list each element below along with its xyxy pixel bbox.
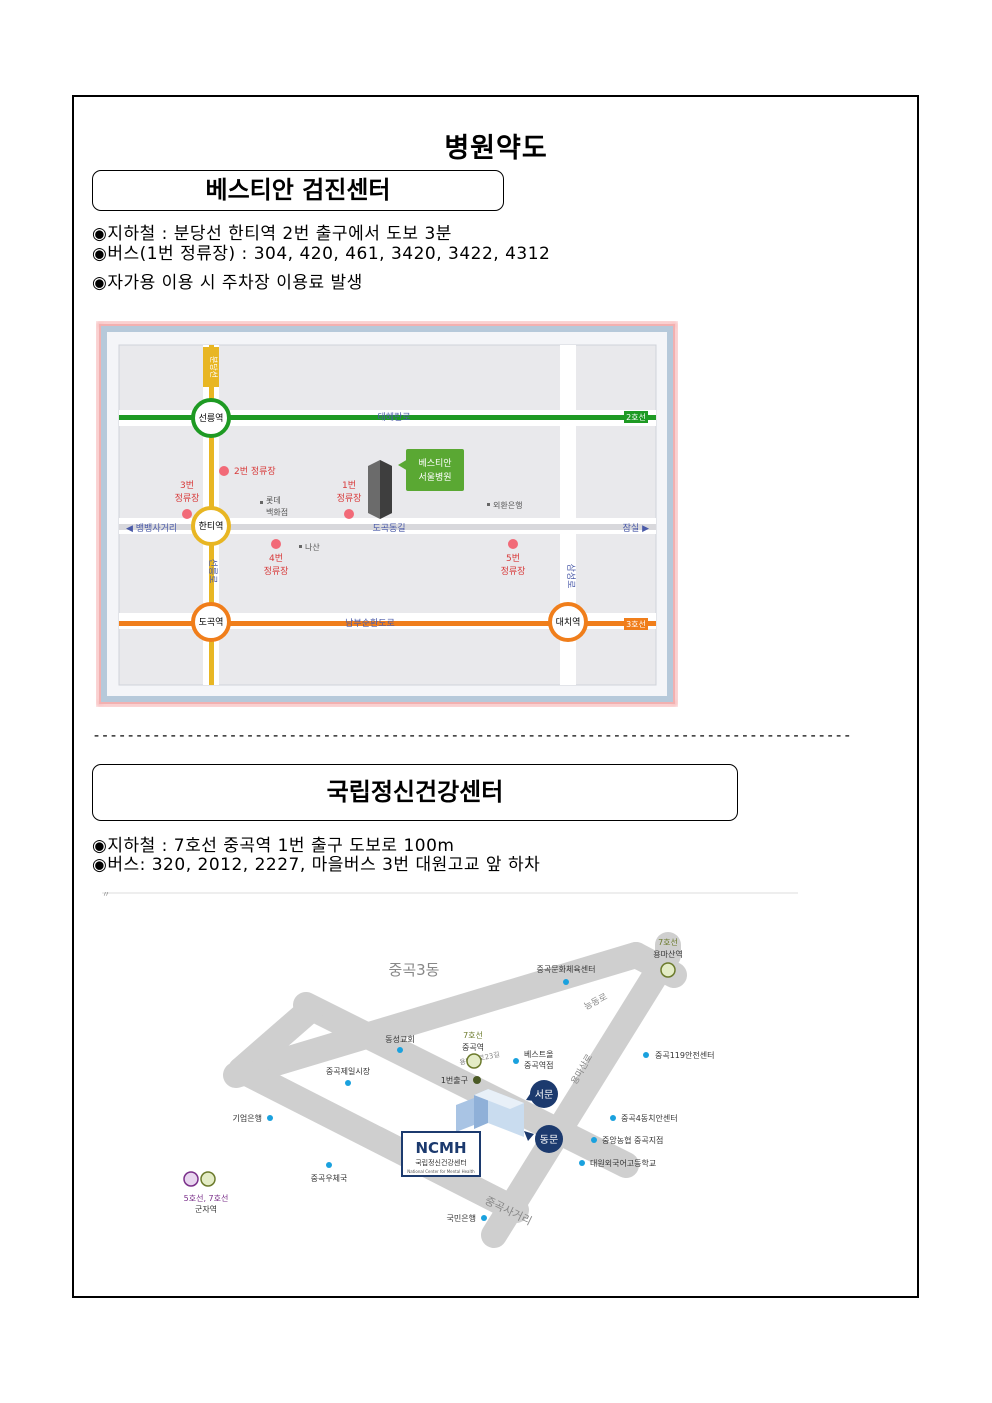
ncmh-english: National Center for Mental Health — [407, 1169, 475, 1174]
station-seolleung: 선릉역 — [199, 413, 224, 424]
area-junggok3dong: 중곡3동 — [389, 961, 440, 979]
station-daechi: 대치역 — [556, 616, 581, 628]
line2-label: 2호선 — [626, 413, 646, 422]
yongmasan-station: 용마산역 — [653, 949, 682, 959]
bus-stop-5-line2: 정류장 — [501, 566, 526, 577]
direction-left: ◀ 뱅뱅사거리 — [126, 523, 177, 534]
ncmh-logo: NCMH — [415, 1139, 466, 1157]
gunja-station: 군자역 — [195, 1204, 217, 1214]
lotte-line1: 롯데 — [266, 496, 281, 505]
post-office: 중곡우체국 — [311, 1173, 348, 1183]
ncmh-map: 〃 능동로 용마산로 용마산로23길 중곡사거리 중곡3동 7호선 용마산역 7… — [102, 890, 798, 1248]
community-center: 중곡4동치안센터 — [621, 1113, 678, 1123]
bus-stop-4-line2: 정류장 — [264, 566, 289, 577]
section2-bus-info: ◉버스: 320, 2012, 2227, 마을버스 3번 대원고교 앞 하차 — [92, 855, 541, 875]
page-frame — [72, 95, 919, 1298]
section1-car-info: ◉자가용 이용 시 주차장 이용료 발생 — [92, 273, 363, 293]
east-gate: 동문 — [540, 1134, 558, 1146]
bus-stop-3-line1: 3번 — [180, 480, 194, 491]
bus-stop-4-line1: 4번 — [269, 553, 283, 564]
road-teheran: 테헤란로 — [377, 411, 410, 423]
hospital-label-line2: 서울병원 — [418, 472, 451, 483]
section2-subway-info: ◉지하철 : 7호선 중곡역 1번 출구 도보로 100m — [92, 836, 455, 856]
junggok-market: 중곡제일시장 — [326, 1066, 371, 1076]
exit1: 1번출구 — [441, 1075, 468, 1085]
road-seolleung: 선릉로 — [207, 559, 218, 584]
bestian-map: 분당선 2호선 3호선 테헤란로 도곡동길 남부순환도로 선릉로 삼성로 ◀ 뱅… — [96, 321, 678, 707]
bestone-line1: 베스트올 — [524, 1050, 553, 1059]
hospital-label-line1: 베스티안 — [418, 458, 451, 469]
sports-center: 중곡문화체육센터 — [537, 964, 596, 974]
junggok-line: 7호선 — [463, 1031, 483, 1040]
line-bundang-label: 분당선 — [209, 356, 219, 378]
yongmasan-line: 7호선 — [658, 938, 678, 947]
road-samseong: 삼성로 — [565, 564, 576, 589]
section2-heading: 국립정신건강센터 — [92, 764, 738, 821]
bus-stop-1-line1: 1번 — [342, 480, 356, 491]
page-title: 병원약도 — [444, 133, 548, 164]
gunja-lines: 5호선, 7호선 — [184, 1194, 229, 1203]
section1-subway-info: ◉지하철 : 분당선 한티역 2번 출구에서 도보 3분 — [92, 224, 452, 244]
bestone-line2: 중곡역점 — [524, 1060, 553, 1070]
safety-center: 중곡119안전센터 — [655, 1050, 714, 1060]
section1-bus-info: ◉버스(1번 정류장) : 304, 420, 461, 3420, 3422,… — [92, 244, 551, 264]
ncmh-name: 국립정신건강센터 — [415, 1158, 467, 1167]
bus-stop-5-line1: 5번 — [506, 553, 520, 564]
section-divider: ----------------------------------------… — [92, 726, 852, 744]
bus-stop-3-line2: 정류장 — [175, 493, 200, 504]
section1-heading: 베스티안 검진센터 — [92, 170, 504, 211]
svg-text:〃: 〃 — [102, 890, 110, 899]
kb-bank: 국민은행 — [447, 1213, 476, 1223]
station-hanti: 한티역 — [199, 521, 224, 532]
ibk-bank: 기업은행 — [233, 1113, 262, 1123]
dongseong-church: 동성교회 — [385, 1035, 414, 1044]
junggok-station: 중곡역 — [462, 1042, 484, 1052]
lotte-line2: 백화점 — [266, 507, 288, 517]
direction-right: 잠실 ▶ — [623, 523, 649, 534]
bus-stop-2: 2번 정류장 — [234, 466, 276, 477]
station-dogok: 도곡역 — [199, 617, 224, 628]
daewon-school: 대원외국어고등학교 — [590, 1158, 656, 1168]
west-gate: 서문 — [535, 1089, 553, 1101]
bus-stop-1-line2: 정류장 — [337, 493, 362, 504]
neungdong-road: 능동로 — [582, 991, 609, 1012]
road-dogok: 도곡동길 — [372, 523, 405, 534]
exchange-bank: 외환은행 — [493, 500, 522, 510]
nasan: 나산 — [305, 542, 320, 552]
line3-label: 3호선 — [626, 620, 646, 629]
nonghyup: 중앙농협 중곡지점 — [602, 1135, 663, 1145]
road-nambu: 남부순환도로 — [345, 617, 395, 629]
